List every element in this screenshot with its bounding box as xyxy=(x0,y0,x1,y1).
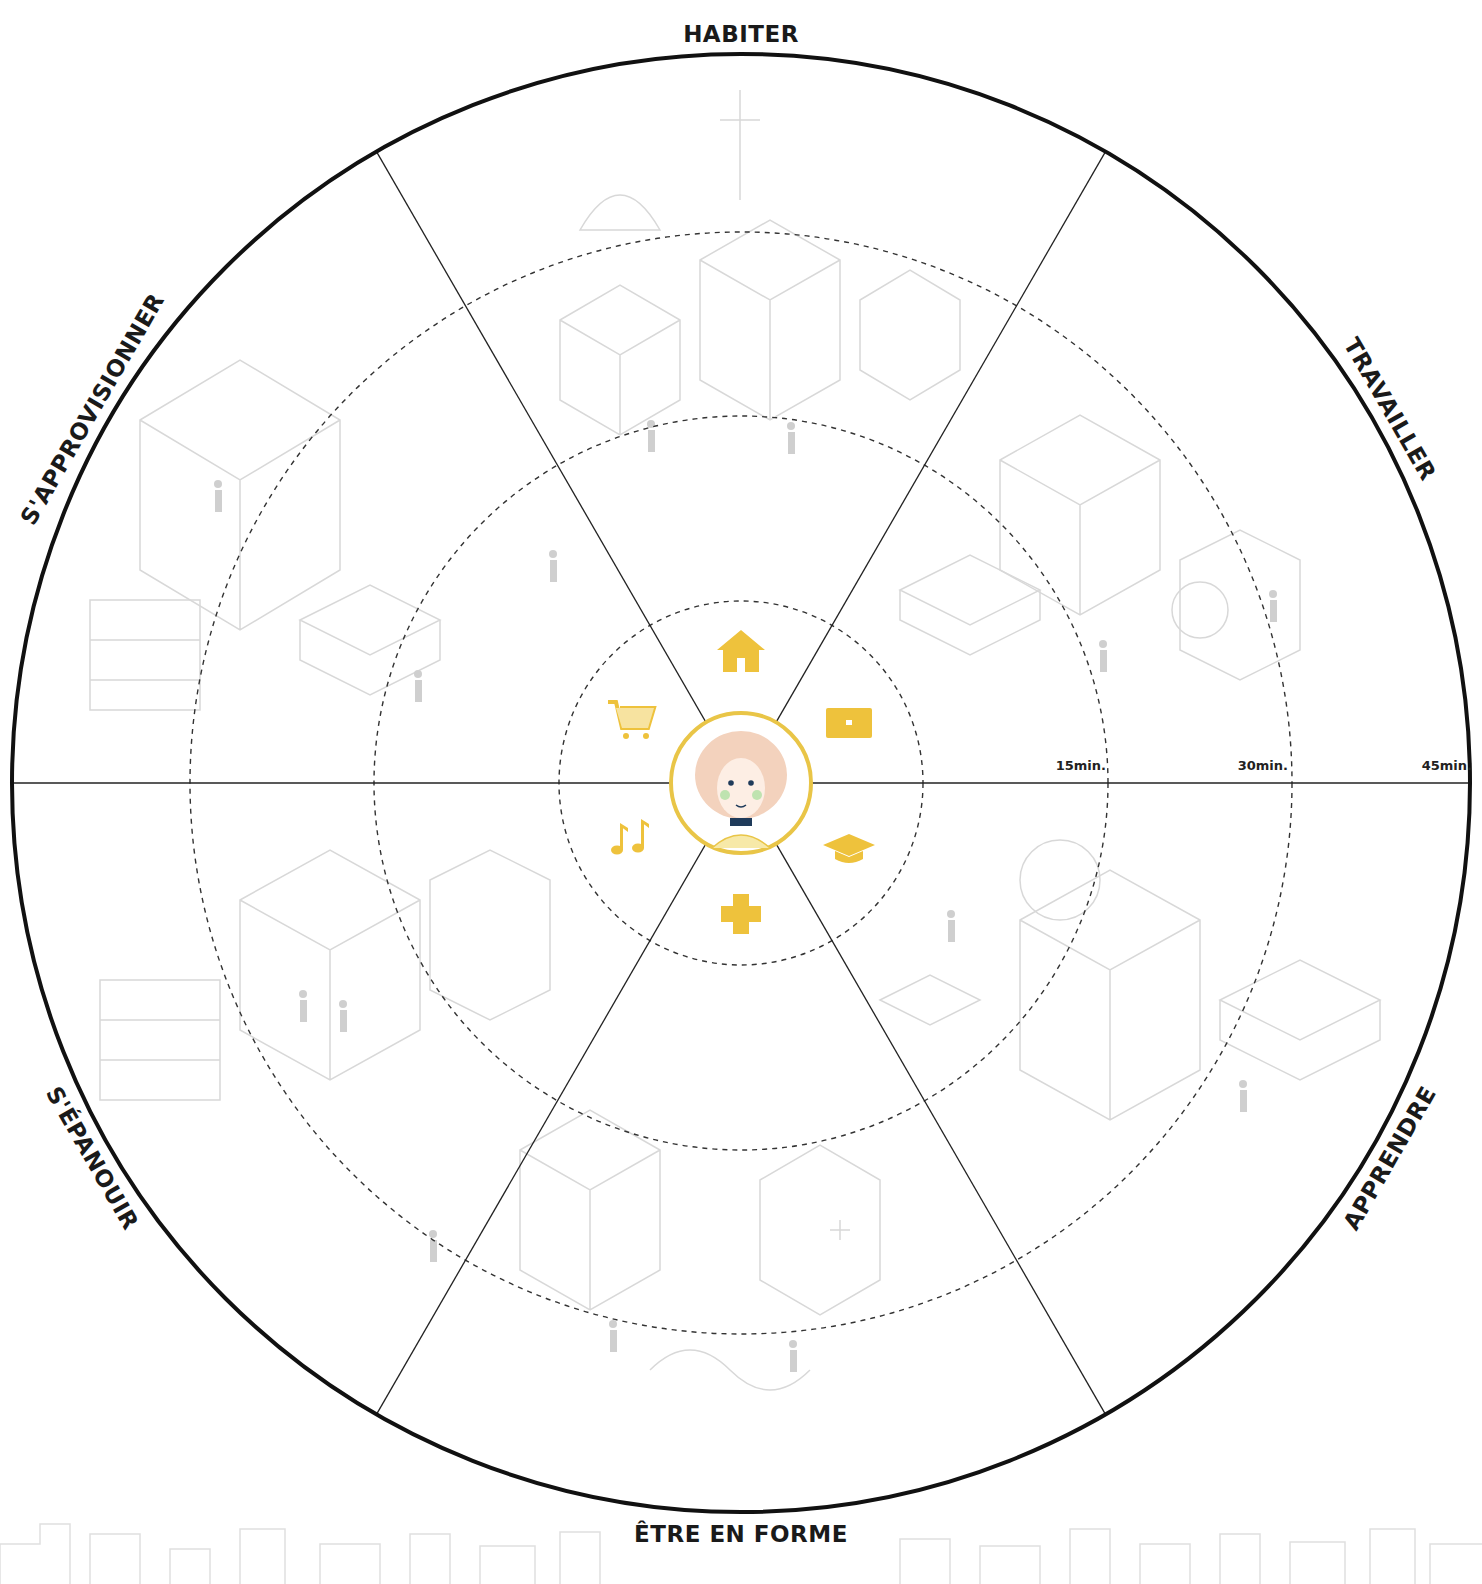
music-icon xyxy=(611,819,649,855)
briefcase-icon xyxy=(826,708,872,738)
time-label: 45min. xyxy=(1422,758,1472,773)
graduation-cap-icon xyxy=(823,834,875,863)
sector-label: TRAVAILLER xyxy=(1336,329,1443,487)
activity-icons xyxy=(608,630,875,934)
sector-label: APPRENDRE xyxy=(1336,1078,1443,1238)
cart-icon xyxy=(608,702,654,739)
time-label: 15min. xyxy=(1056,758,1106,773)
sector-label: HABITER xyxy=(679,21,803,47)
sector-lines xyxy=(12,152,1470,1415)
avatar xyxy=(671,713,811,853)
people-figures xyxy=(214,420,1277,1372)
outer-circle xyxy=(12,54,1470,1512)
time-label: 30min. xyxy=(1238,758,1288,773)
house-icon xyxy=(717,630,765,672)
sector-label: S'APPROVISIONNER xyxy=(13,285,171,532)
sector-label: ÊTRE EN FORME xyxy=(630,1521,852,1547)
sector-label: S'ÉPANOUIR xyxy=(39,1078,146,1237)
health-cross-icon xyxy=(721,894,761,934)
city-illustration xyxy=(90,90,1380,1390)
